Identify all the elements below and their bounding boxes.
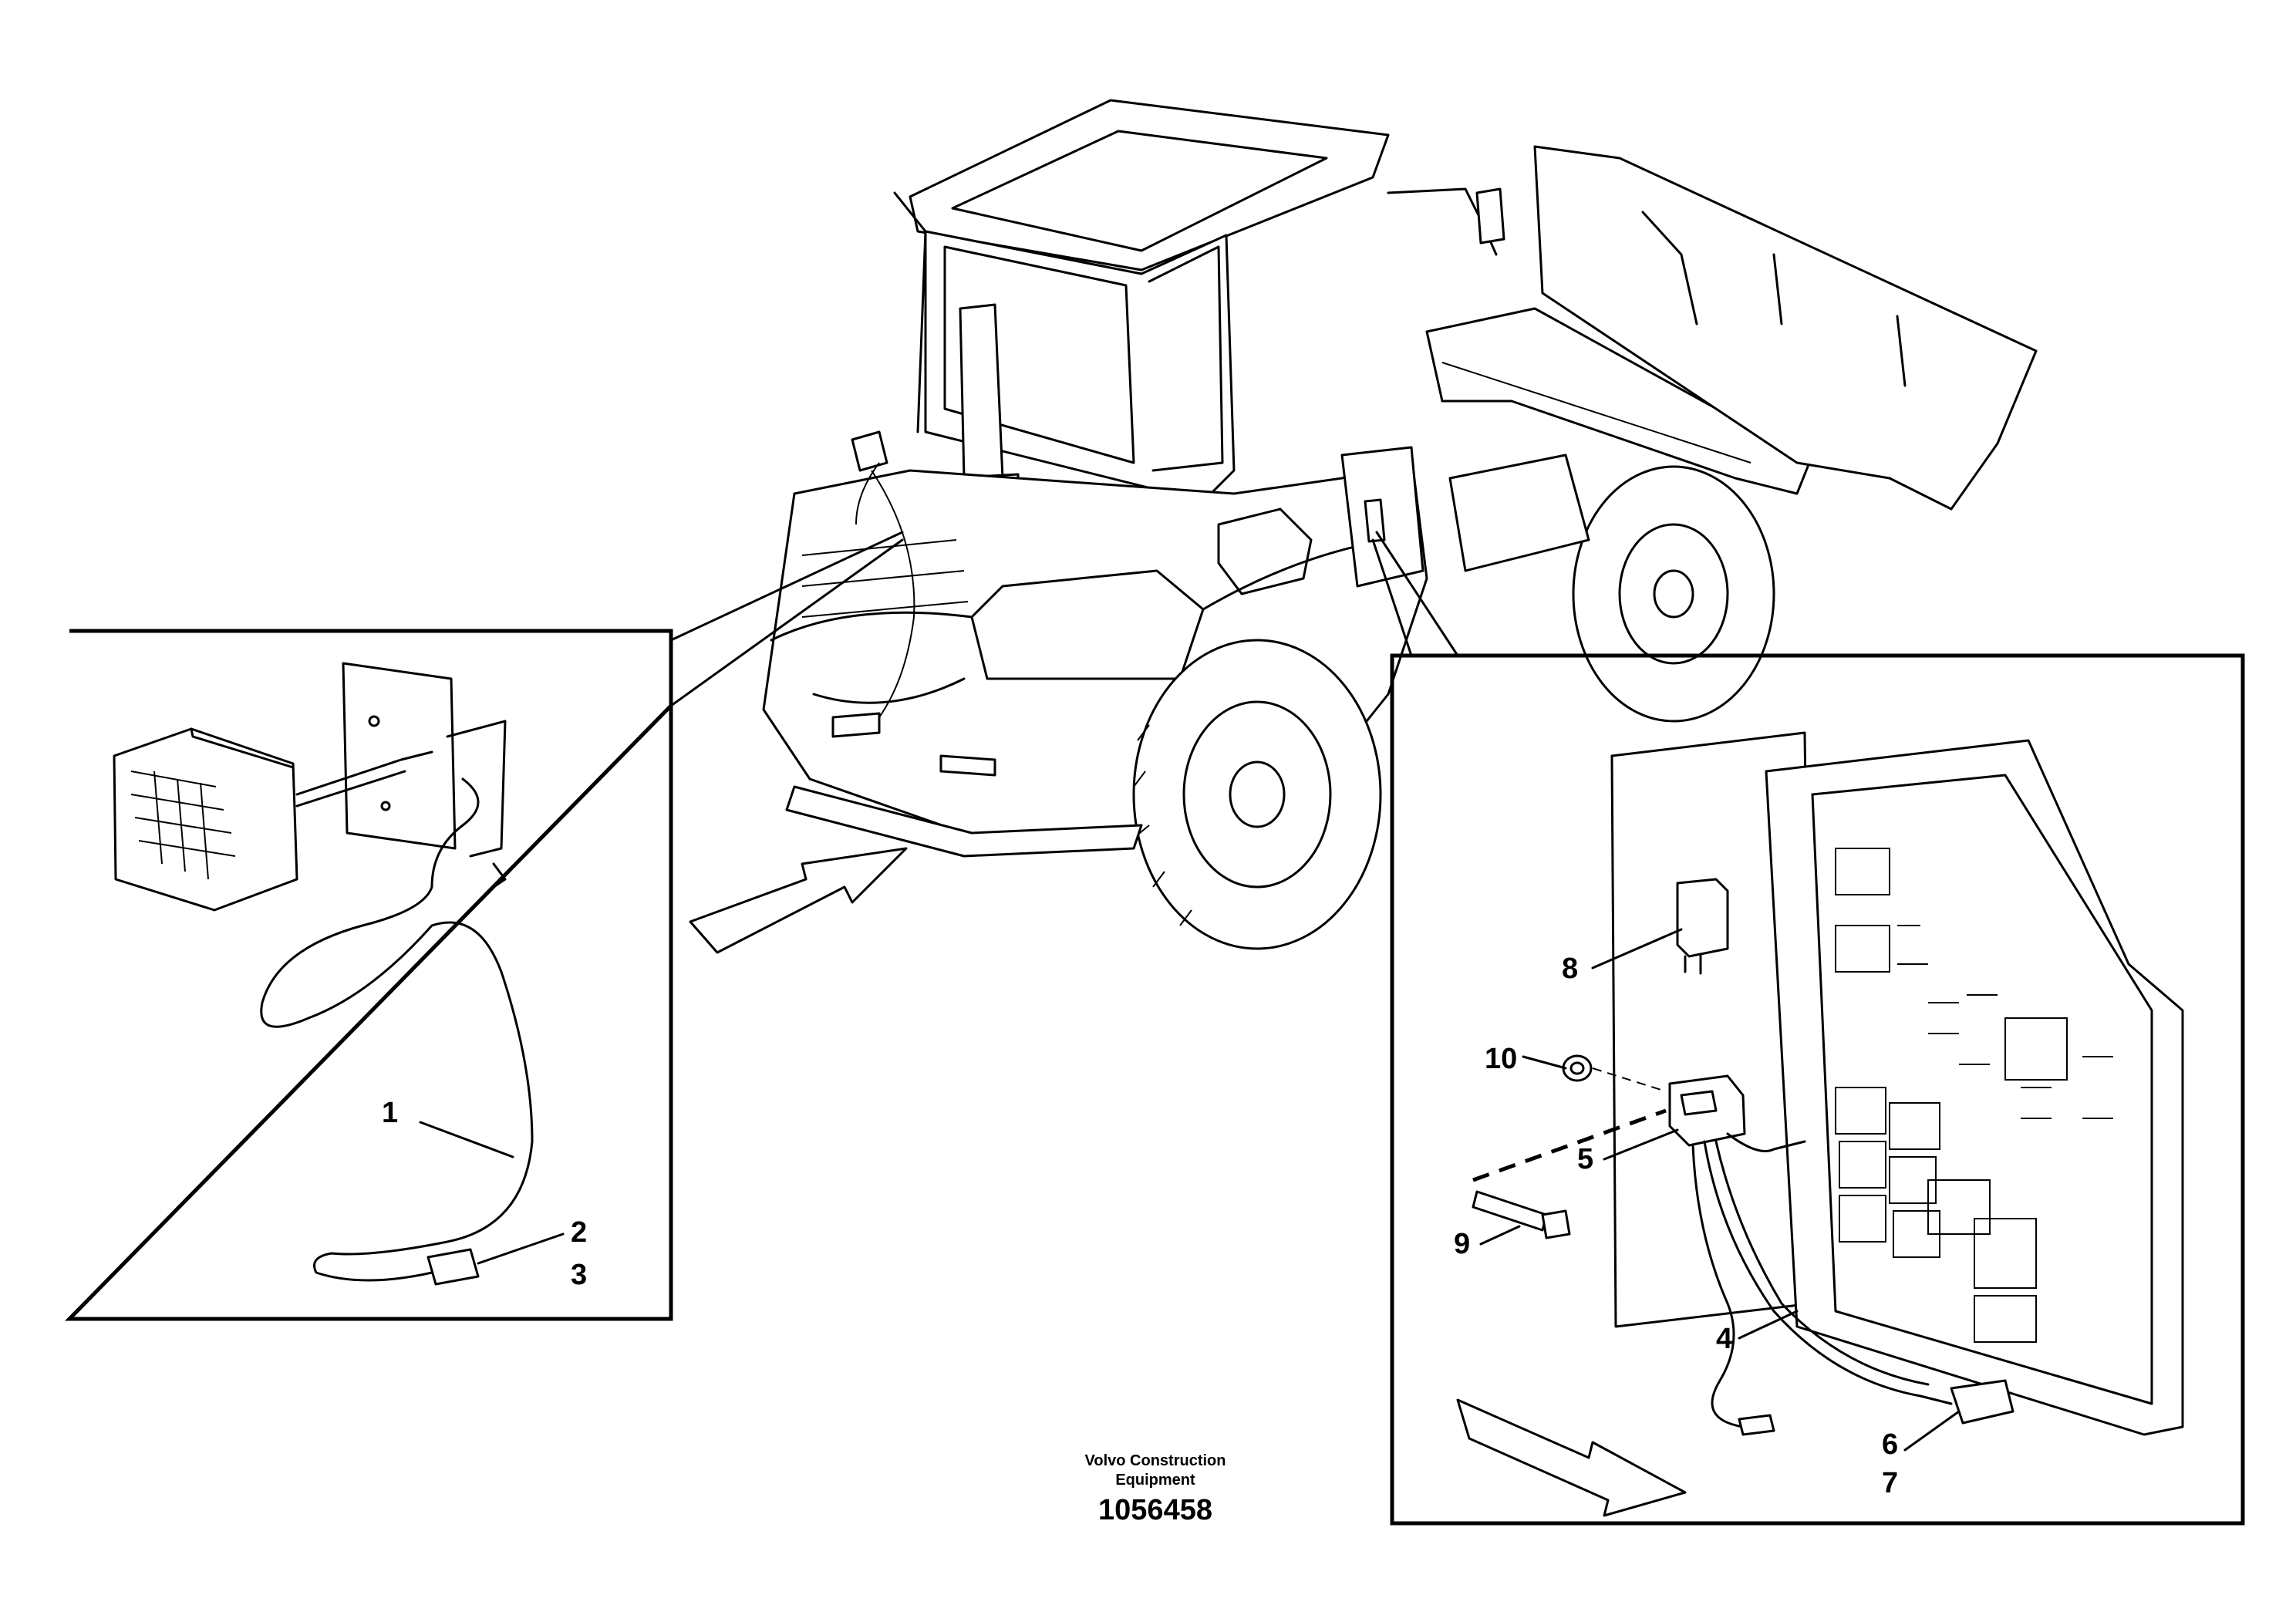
detail-left-pointer (669, 531, 904, 707)
drawing-number: 1056458 (1098, 1494, 1212, 1526)
company-line-2: Equipment (1115, 1472, 1195, 1489)
callout-3: 3 (571, 1259, 587, 1291)
callout-9: 9 (1454, 1228, 1470, 1260)
callout-5: 5 (1577, 1143, 1593, 1175)
callout-4: 4 (1716, 1323, 1732, 1355)
callout-8: 8 (1562, 953, 1578, 985)
detail-left-box: 1 2 3 (65, 629, 673, 1321)
callout-1: 1 (382, 1097, 398, 1129)
company-line-1: Volvo Construction (1085, 1452, 1226, 1469)
callout-10: 10 (1485, 1043, 1517, 1075)
detail-right-pointer (1371, 531, 1459, 657)
callout-7: 7 (1882, 1467, 1898, 1499)
callout-2: 2 (571, 1216, 587, 1249)
footer: Volvo Construction Equipment 1056458 (1085, 1452, 1226, 1526)
view-direction-arrow (689, 847, 908, 954)
detail-right-box: 8 10 5 9 4 6 7 (1390, 653, 2245, 1526)
callout-6: 6 (1882, 1428, 1898, 1461)
